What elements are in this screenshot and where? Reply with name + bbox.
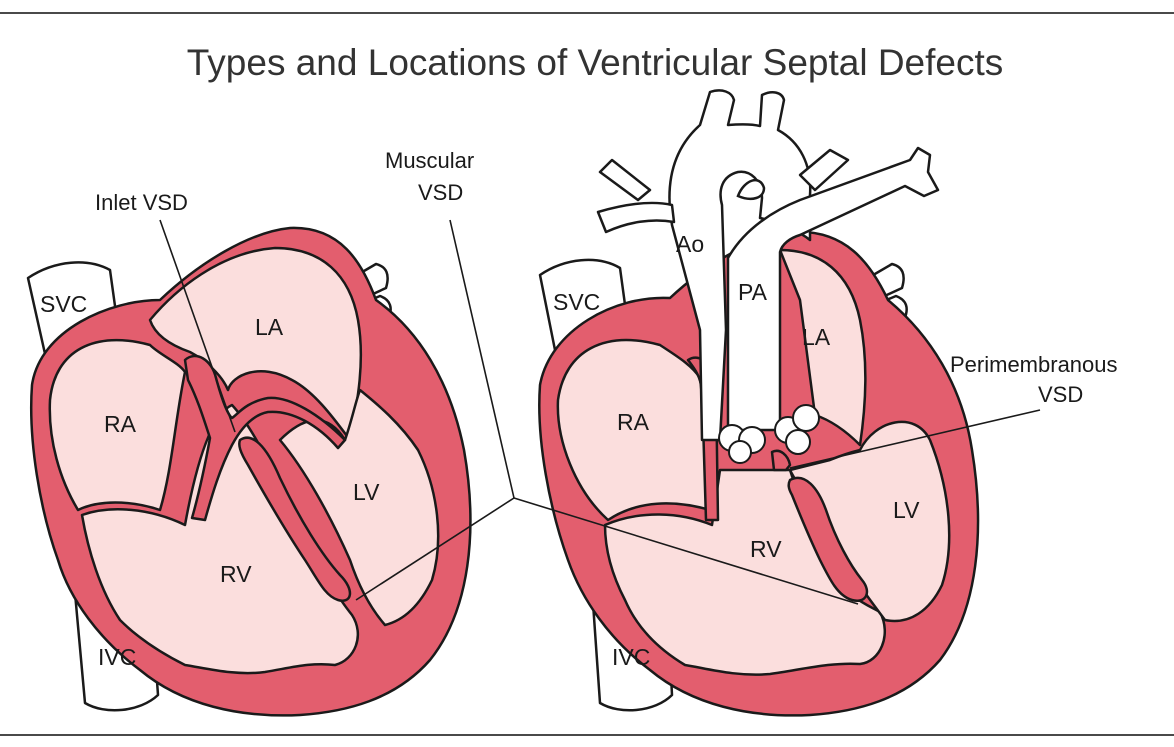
annotation-muscular-vsd-line2: VSD: [418, 180, 463, 205]
left-label-ivc: IVC: [98, 644, 136, 670]
left-heart: SVC IVC RA LA RV LV: [26, 226, 472, 717]
left-label-ra: RA: [104, 411, 137, 437]
annotations: Inlet VSD Muscular VSD Perimembranous VS…: [95, 148, 1118, 605]
left-label-la: LA: [255, 314, 284, 340]
right-valve-leaflets: [718, 404, 820, 464]
right-label-ra: RA: [617, 409, 650, 435]
right-muscular-septum-bar: [787, 476, 869, 603]
right-label-ivc: IVC: [612, 644, 650, 670]
left-label-svc: SVC: [40, 291, 87, 317]
right-aortic-arch-right-branch: [798, 148, 850, 192]
right-label-lv: LV: [893, 497, 920, 523]
right-lv-chamber: [788, 420, 951, 623]
leader-muscular-vsd-left: [355, 497, 515, 601]
annotation-perimembranous-vsd-line2: VSD: [1038, 382, 1083, 407]
leader-inlet-vsd: [159, 219, 236, 433]
right-pulmonary-artery: [726, 146, 940, 432]
valve-leaflet: [728, 440, 752, 464]
leader-perimembranous-vsd: [789, 409, 1041, 469]
right-la-chamber: [778, 248, 867, 447]
annotation-perimembranous-vsd-line1: Perimembranous: [950, 352, 1118, 377]
left-label-rv: RV: [220, 561, 252, 587]
right-aortic-arch-window: [736, 178, 766, 200]
left-rv-chamber: [80, 403, 360, 675]
left-muscular-septum-bar: [238, 436, 352, 602]
right-aorta: [668, 89, 812, 442]
right-label-svc: SVC: [553, 289, 600, 315]
left-label-lv: LV: [353, 479, 380, 505]
right-aortic-arch-left-branch-top: [598, 158, 652, 202]
leader-muscular-vsd-stem: [449, 219, 515, 499]
right-label-pa: PA: [738, 279, 768, 305]
leader-muscular-vsd-right: [513, 497, 859, 605]
valve-leaflet: [785, 429, 811, 455]
right-aortic-arch-left-branch: [596, 201, 676, 234]
right-label-ao: Ao: [676, 231, 704, 257]
annotation-inlet-vsd: Inlet VSD: [95, 190, 188, 215]
diagram-title: Types and Locations of Ventricular Septa…: [187, 42, 1004, 83]
right-heart: SVC IVC RA LA RV LV Ao PA: [538, 89, 980, 717]
right-label-rv: RV: [750, 536, 782, 562]
left-ra-chamber: [48, 338, 187, 512]
valve-leaflet: [792, 404, 820, 432]
right-perimembranous-septum: [770, 449, 792, 472]
right-label-la: LA: [802, 324, 831, 350]
annotation-muscular-vsd-line1: Muscular: [385, 148, 474, 173]
